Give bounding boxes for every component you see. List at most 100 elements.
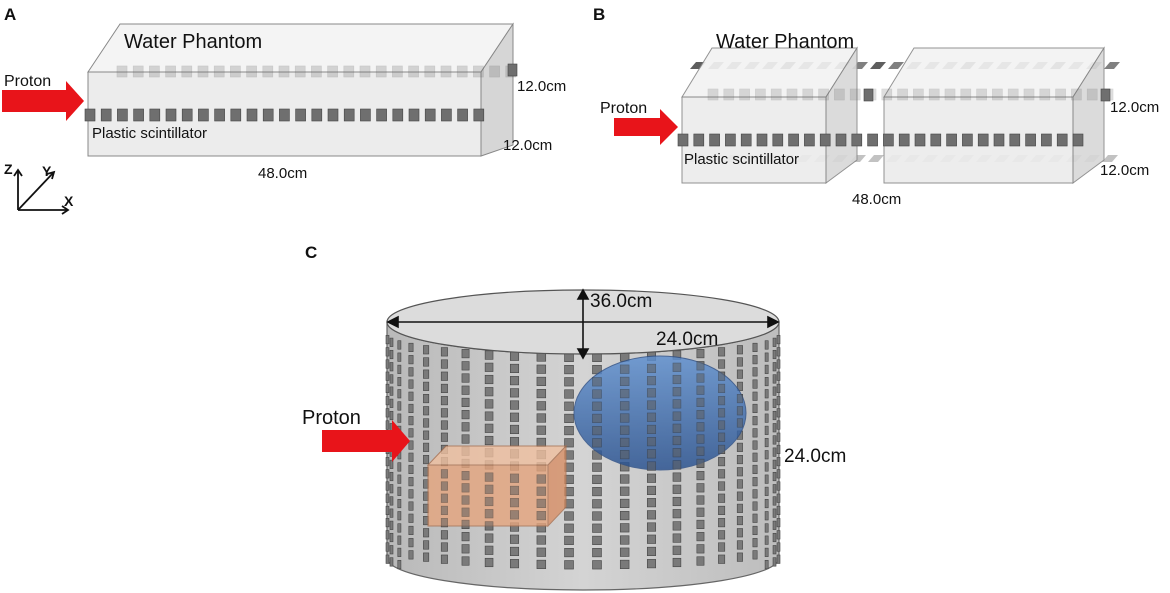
scintillator	[461, 556, 470, 566]
scintillator	[772, 496, 777, 506]
scintillator	[725, 133, 736, 147]
dim-diameter-c: 24.0cm	[656, 329, 718, 350]
phantom-label-a: Water Phantom	[124, 31, 262, 53]
scintillator	[752, 513, 758, 523]
scintillator	[849, 88, 861, 101]
scintillator	[752, 477, 758, 487]
scintillator	[752, 501, 758, 511]
scintillator	[646, 449, 657, 459]
scintillator	[397, 547, 402, 557]
scintillator	[881, 88, 893, 101]
scintillator	[389, 484, 394, 494]
scintillator	[776, 432, 781, 442]
scintillator	[1102, 155, 1118, 162]
scintillator	[509, 412, 520, 422]
scintillator	[592, 499, 602, 509]
scintillator	[408, 464, 414, 475]
scintillator	[423, 418, 430, 428]
scintillator	[619, 474, 630, 484]
scintillator	[772, 349, 777, 360]
scintillator	[408, 403, 414, 414]
scintillator	[868, 155, 884, 162]
scintillator	[408, 416, 414, 426]
scintillator	[536, 437, 547, 447]
scintillator	[408, 477, 414, 487]
scintillator	[776, 444, 781, 454]
scintillator	[1039, 88, 1051, 101]
scintillator	[149, 108, 161, 122]
scintillator	[461, 471, 470, 481]
scintillator	[752, 367, 758, 377]
scintillator	[473, 108, 485, 122]
scintillator	[343, 108, 355, 122]
scintillator	[776, 457, 781, 467]
scintillator	[772, 435, 777, 445]
scintillator	[84, 108, 96, 122]
scintillator	[770, 88, 782, 101]
scintillator	[423, 369, 430, 379]
scintillator	[619, 401, 630, 411]
scintillator	[672, 521, 682, 531]
scintillator	[440, 505, 448, 515]
scintillator	[507, 63, 518, 77]
scintillator	[408, 452, 414, 462]
scintillator	[592, 401, 602, 411]
scintillator	[385, 359, 390, 369]
scintillator	[930, 133, 942, 147]
scintillator	[408, 355, 414, 365]
scintillator	[672, 387, 682, 397]
scintillator	[564, 365, 574, 375]
scintillator	[723, 88, 735, 101]
scintillator	[440, 432, 448, 442]
scintillator	[672, 533, 682, 543]
scintillator	[509, 363, 520, 373]
scintillator	[834, 88, 845, 101]
scintillator	[718, 457, 726, 467]
scintillator	[804, 133, 815, 147]
scintillator	[509, 473, 520, 483]
scintillator	[772, 520, 777, 530]
scintillator	[776, 518, 781, 528]
scintillator	[536, 401, 547, 411]
scintillator	[389, 398, 394, 408]
scintillator	[928, 88, 940, 101]
scintillator	[423, 528, 430, 538]
scintillator	[461, 422, 470, 432]
scintillator	[230, 108, 242, 122]
scintillator	[389, 471, 394, 482]
scintillator	[423, 394, 430, 404]
scintillator	[709, 133, 720, 147]
scintillator	[718, 518, 726, 528]
scintillator	[672, 423, 682, 433]
scintillator	[392, 108, 404, 122]
scintillator	[736, 455, 743, 465]
scintillator	[776, 505, 781, 515]
scintillator	[457, 108, 468, 122]
dim-height-a: 12.0cm	[517, 78, 566, 95]
scintillator	[736, 516, 743, 526]
scintillator	[619, 486, 630, 496]
scintillator	[736, 540, 743, 550]
panel-letter-a: A	[4, 5, 16, 24]
scintillator	[619, 425, 630, 435]
scintillator	[718, 359, 726, 369]
scintillator	[262, 108, 274, 122]
scintillator	[564, 548, 574, 558]
scintillator	[736, 345, 743, 355]
scintillator	[1072, 133, 1084, 147]
scintillator	[755, 88, 766, 101]
scintillator	[536, 376, 547, 386]
scintillator	[736, 357, 743, 367]
scintillator	[772, 471, 777, 482]
scintillator	[619, 437, 630, 447]
scintillator	[424, 108, 436, 122]
scintillator	[764, 364, 769, 374]
scintillator	[776, 469, 781, 479]
scintillator	[1086, 88, 1098, 101]
proton-label-a: Proton	[4, 73, 51, 90]
scintillator	[976, 88, 987, 101]
scintillator	[888, 62, 904, 69]
phantom-left-front-face-b	[681, 96, 827, 184]
scintillator	[764, 389, 769, 399]
scintillator	[408, 501, 414, 511]
